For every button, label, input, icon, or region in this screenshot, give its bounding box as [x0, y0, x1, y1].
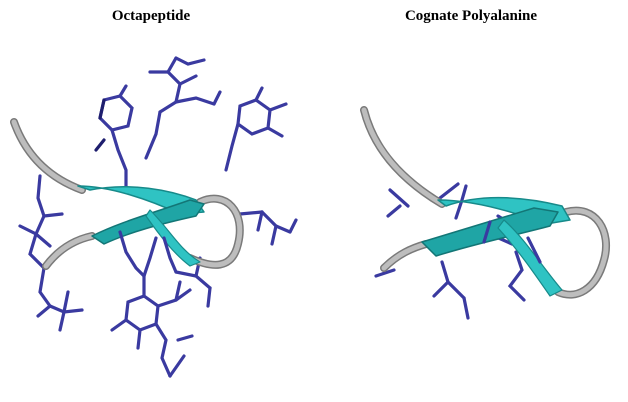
polyalanine-panel: Cognate Polyalanine — [314, 0, 628, 402]
octapeptide-structure — [10, 56, 298, 378]
polyalanine-front-sidechains — [482, 220, 542, 264]
octapeptide-coil — [10, 118, 244, 270]
octapeptide-title: Octapeptide — [111, 8, 191, 24]
polyalanine-structure — [360, 106, 610, 320]
polyalanine-coil — [360, 106, 610, 299]
polyalanine-title: Cognate Polyalanine — [404, 8, 538, 24]
polyalanine-sidechains — [374, 182, 526, 320]
octapeptide-panel: Octapeptide — [10, 8, 298, 378]
octapeptide-front-sidechains — [118, 230, 178, 278]
octapeptide-strands — [77, 185, 205, 267]
octapeptide-sidechains — [18, 56, 298, 378]
polyalanine-strands — [421, 196, 571, 297]
